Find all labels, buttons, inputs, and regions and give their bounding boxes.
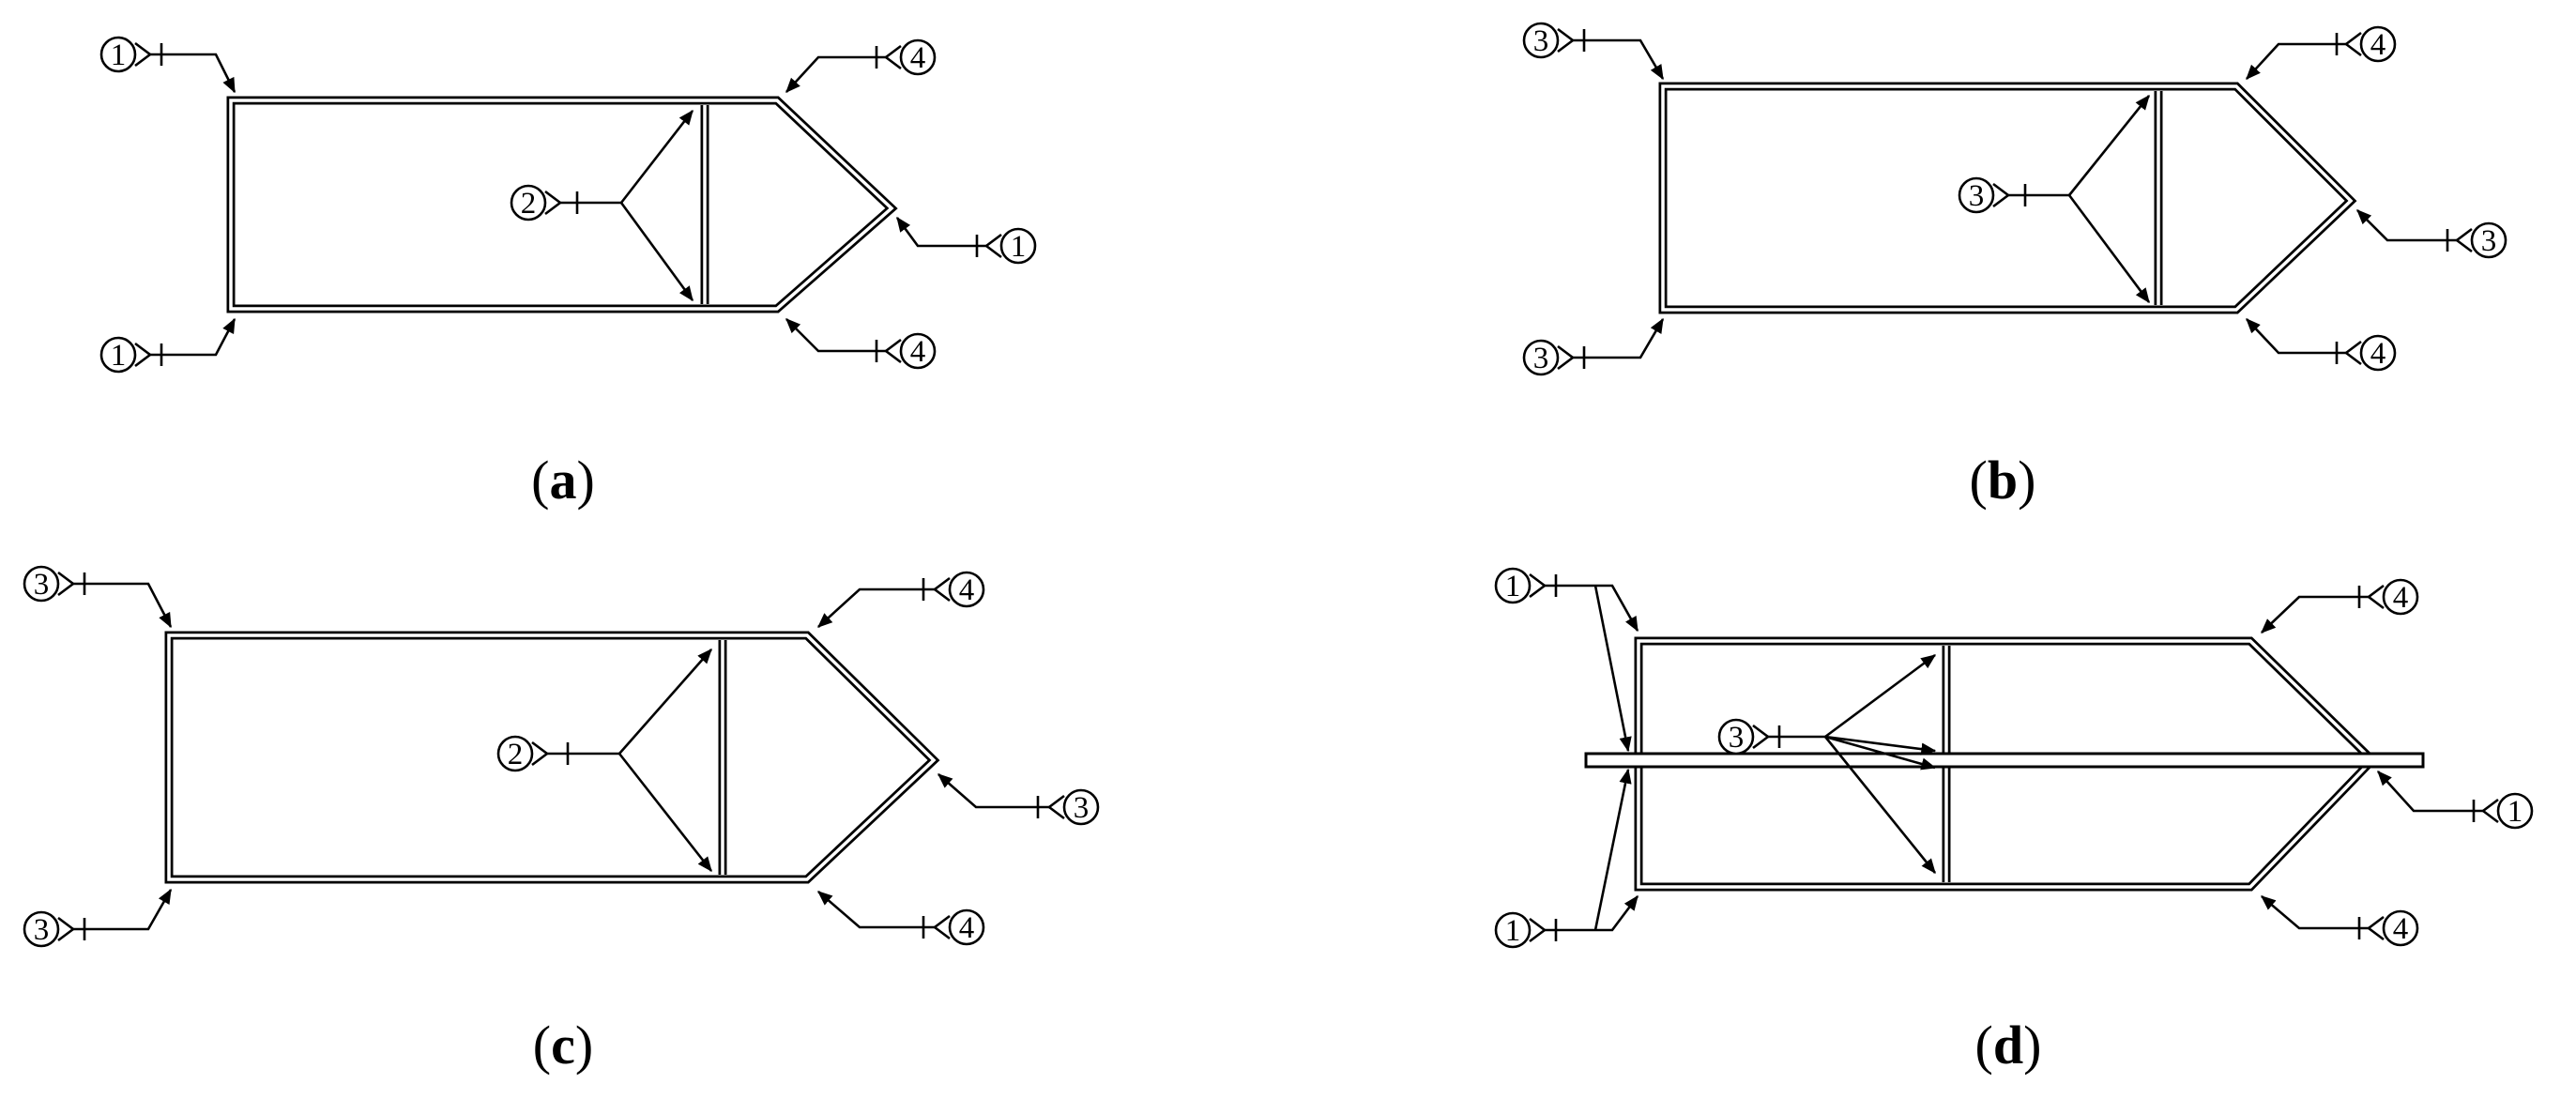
weld-callout-middle: 2	[510, 109, 694, 302]
weld-callout-middle: 3	[1958, 94, 2151, 304]
callout-number: 2	[508, 738, 524, 771]
callout-number: 4	[959, 911, 975, 945]
frame-outline	[164, 631, 940, 884]
weld-callout-middle: 3	[1717, 653, 1937, 875]
callout-number: 3	[34, 913, 50, 947]
weld-callout-top-left: 3	[23, 565, 173, 629]
callout-number: 3	[1729, 721, 1745, 755]
weld-callout-middle: 2	[496, 649, 713, 873]
panel-label-a: (a)	[531, 450, 595, 511]
panel-letter: a	[550, 450, 577, 511]
weld-callout-bottom-left: 3	[23, 888, 173, 948]
callout-number: 4	[2370, 28, 2386, 62]
weld-callout-tip: 1	[2377, 771, 2534, 830]
weld-callout-bottom-left: 1	[1494, 768, 1639, 949]
weld-callout-bottom-right: 4	[785, 318, 937, 370]
callout-number: 2	[521, 187, 537, 221]
callout-number: 3	[34, 568, 50, 602]
weld-callout-top-right: 4	[2246, 25, 2397, 80]
callout-number: 1	[111, 38, 127, 72]
panel-letter: c	[551, 1015, 575, 1076]
panel-d: 1 1 3 4	[1494, 567, 2534, 1076]
weld-callout-bottom-right: 4	[2246, 318, 2397, 372]
panel-a: 1 1 2 4	[99, 36, 1037, 511]
callout-number: 4	[2393, 581, 2409, 615]
frame-outline	[226, 96, 898, 313]
weld-callout-tip: 3	[2356, 209, 2507, 259]
callout-number: 1	[111, 339, 127, 373]
weld-callout-bottom-left: 3	[1522, 317, 1665, 376]
callout-number: 1	[1505, 914, 1521, 948]
panel-label-d: (d)	[1975, 1015, 2042, 1076]
callout-number: 4	[910, 335, 926, 369]
weld-callout-bottom-right: 4	[2260, 895, 2419, 947]
weld-callout-bottom-left: 1	[99, 317, 236, 374]
frame-outline	[1658, 82, 2357, 314]
through-rod	[1584, 752, 2425, 769]
callout-number: 3	[1533, 342, 1549, 375]
callout-number: 3	[1074, 791, 1090, 825]
callout-number: 4	[959, 573, 975, 607]
callout-number: 3	[2481, 224, 2497, 258]
panel-label-b: (b)	[1970, 450, 2036, 511]
weld-callout-top-right: 4	[2261, 578, 2419, 633]
weld-callout-top-right: 4	[817, 571, 985, 628]
callout-number: 3	[1969, 179, 1985, 213]
weld-callout-top-left: 3	[1522, 22, 1665, 81]
weld-callout-bottom-right: 4	[816, 891, 985, 946]
callout-number: 4	[2370, 337, 2386, 371]
callout-number: 3	[1533, 24, 1549, 58]
callout-number: 4	[910, 41, 926, 75]
panel-letter: b	[1988, 450, 2018, 511]
callout-number: 1	[1505, 570, 1521, 603]
weld-callout-tip: 3	[937, 773, 1100, 826]
callout-number: 4	[2393, 912, 2409, 946]
callout-number: 1	[1011, 230, 1027, 264]
callout-number: 1	[2507, 795, 2523, 829]
weld-callout-top-right: 4	[785, 38, 937, 93]
panel-b: 3 3 3 4	[1522, 22, 2507, 511]
weld-callout-tip: 1	[895, 216, 1037, 265]
panel-letter: d	[1993, 1015, 2023, 1076]
weld-callout-top-left: 1	[99, 36, 236, 94]
panel-c: 3 3 2 4	[23, 565, 1100, 1076]
weld-callout-top-left: 1	[1494, 567, 1639, 753]
panel-label-c: (c)	[533, 1015, 593, 1076]
